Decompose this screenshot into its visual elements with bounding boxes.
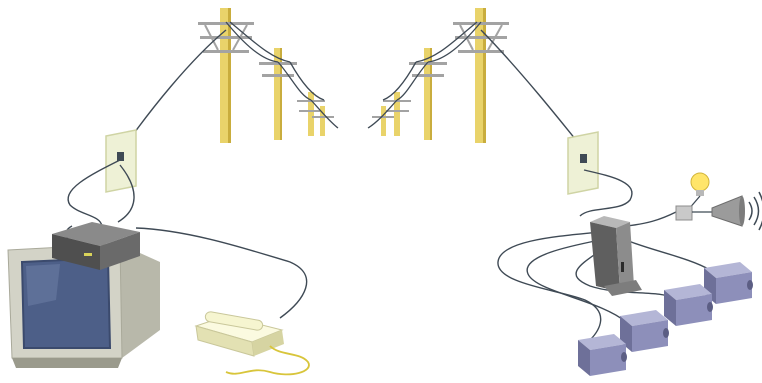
security-camera-icon [664,284,713,326]
wall-jack-icon [568,132,598,194]
security-camera-icon [620,310,669,352]
security-camera-icon [578,334,627,376]
